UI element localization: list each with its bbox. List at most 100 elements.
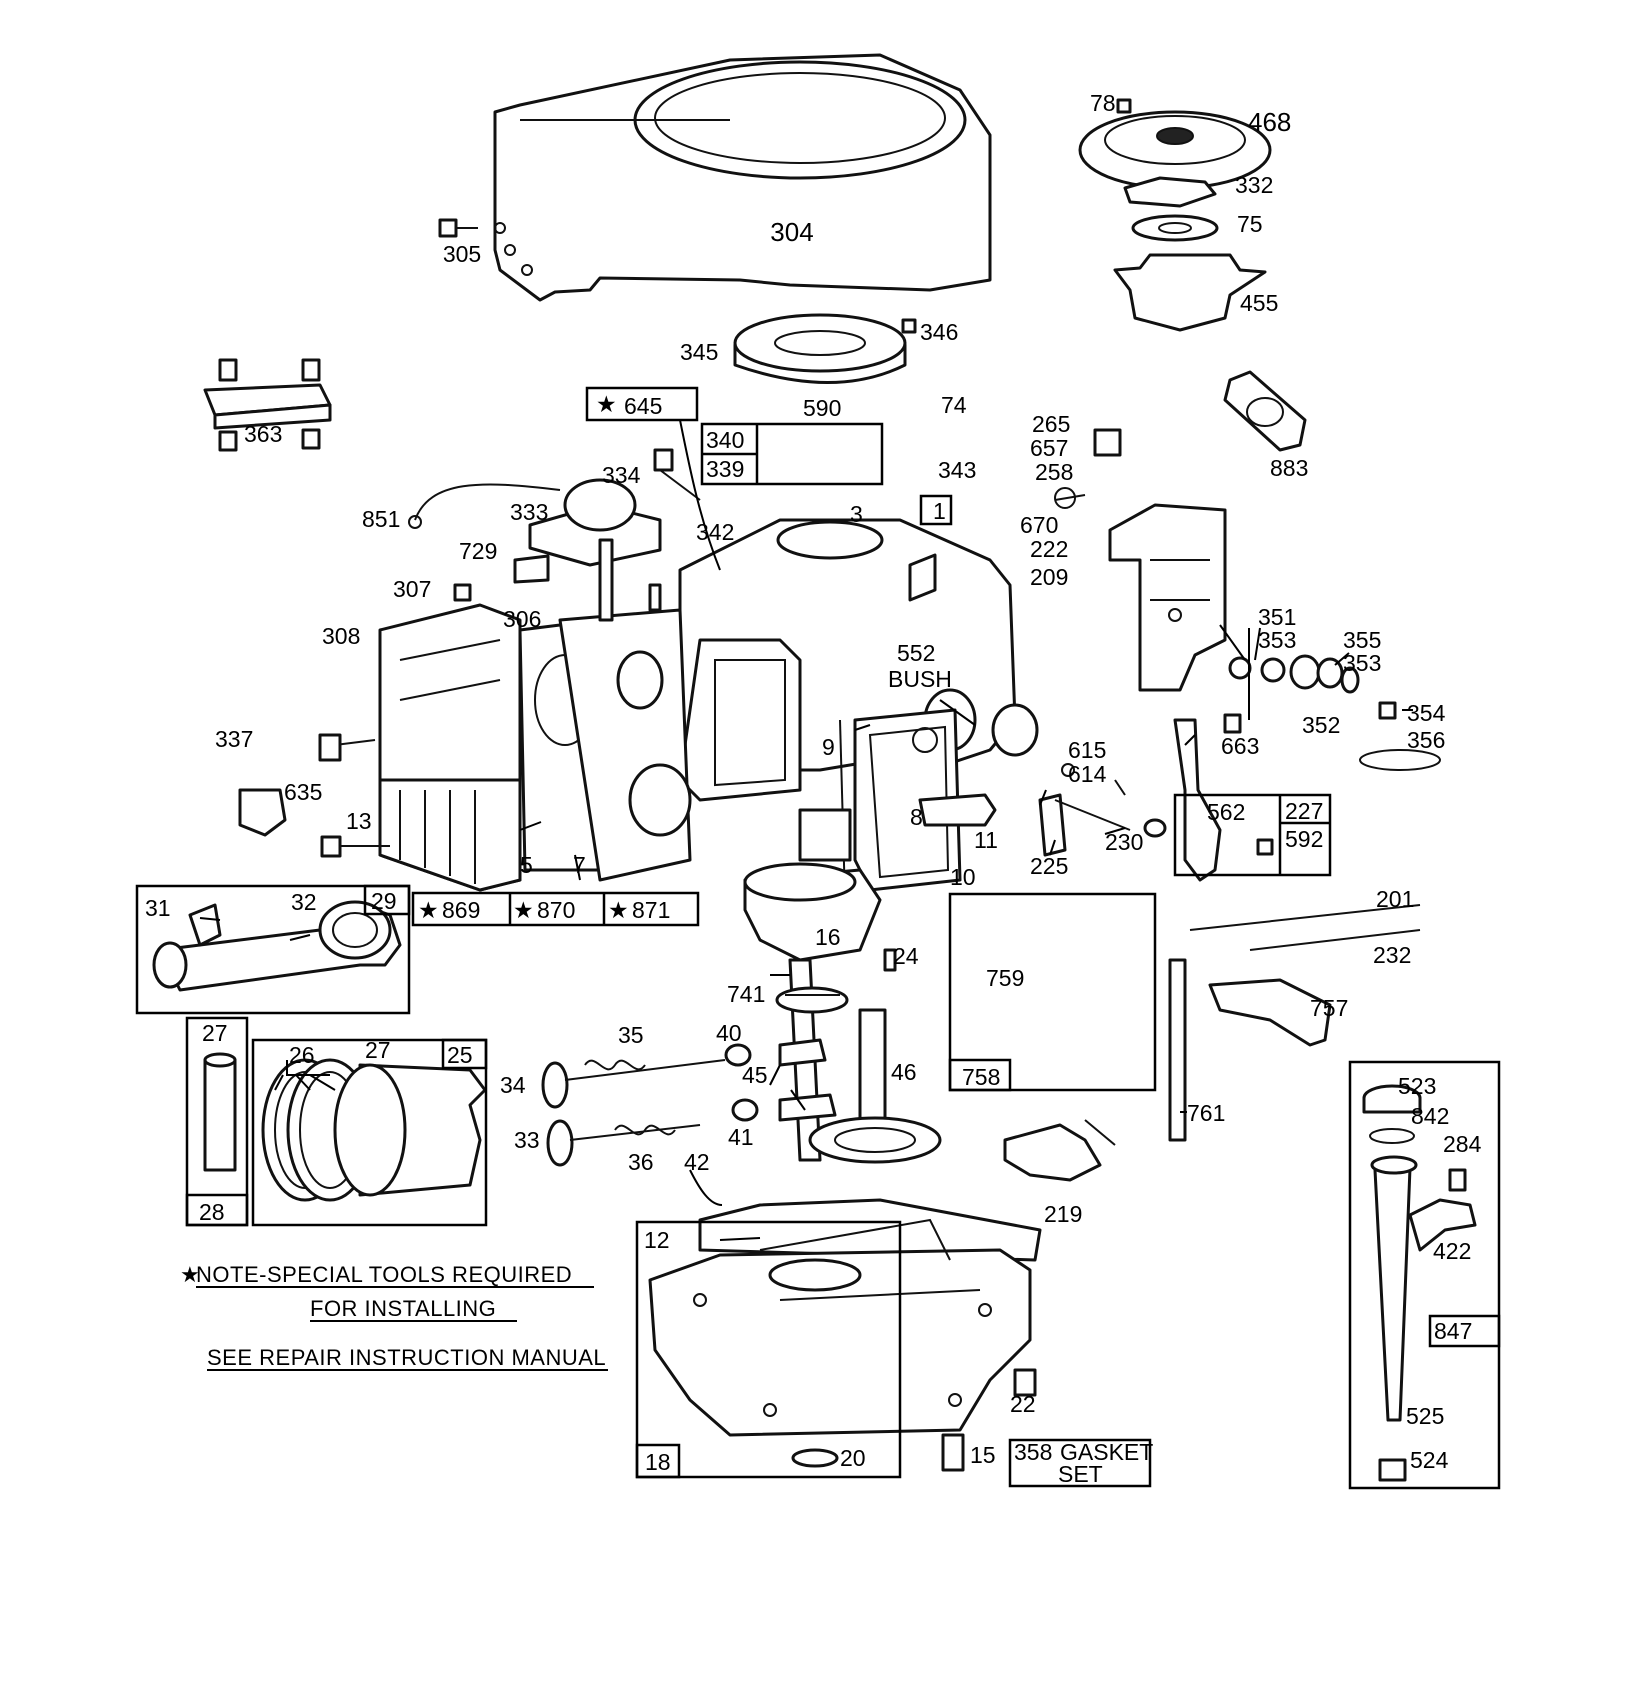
valves-drawing bbox=[541, 1043, 759, 1167]
rotating-screen-drawing bbox=[1078, 98, 1272, 332]
label-340: 340 bbox=[706, 427, 744, 453]
label-353-a: 353 bbox=[1258, 627, 1296, 653]
label-18: 18 bbox=[645, 1449, 671, 1475]
carb-gasket-883-drawing bbox=[1223, 370, 1307, 452]
label-33: 33 bbox=[514, 1127, 540, 1153]
label-219: 219 bbox=[1044, 1201, 1082, 1227]
label-729: 729 bbox=[459, 538, 497, 564]
governor-parts-351-356-drawing bbox=[1223, 654, 1441, 771]
sump-base-drawing bbox=[648, 1198, 1042, 1472]
part-labels: 304 305 78 468 332 75 455 345 346 363 ★ … bbox=[145, 90, 1482, 1475]
label-870: 870 bbox=[537, 897, 575, 923]
label-10: 10 bbox=[950, 864, 976, 890]
label-342: 342 bbox=[696, 519, 734, 545]
gasket-set-line2: SET bbox=[1058, 1461, 1103, 1487]
star-870: ★ bbox=[513, 897, 534, 923]
label-232: 232 bbox=[1373, 942, 1411, 968]
label-225: 225 bbox=[1030, 853, 1068, 879]
label-42: 42 bbox=[684, 1149, 710, 1175]
label-645: 645 bbox=[624, 393, 662, 419]
label-871: 871 bbox=[632, 897, 670, 923]
notes-block: ★ NOTE-SPECIAL TOOLS REQUIRED FOR INSTAL… bbox=[180, 1262, 608, 1371]
label-34: 34 bbox=[500, 1072, 526, 1098]
label-209: 209 bbox=[1030, 564, 1068, 590]
label-363: 363 bbox=[244, 421, 282, 447]
label-306: 306 bbox=[503, 606, 541, 632]
label-552: 552 bbox=[897, 640, 935, 666]
piston-rings-drawing bbox=[261, 1058, 487, 1202]
label-869: 869 bbox=[442, 897, 480, 923]
label-40: 40 bbox=[716, 1020, 742, 1046]
label-355: 355 bbox=[1343, 627, 1381, 653]
label-354: 354 bbox=[1407, 700, 1446, 726]
label-614: 614 bbox=[1068, 761, 1107, 787]
note-line-3: SEE REPAIR INSTRUCTION MANUAL bbox=[207, 1345, 606, 1370]
label-308: 308 bbox=[322, 623, 360, 649]
label-11: 11 bbox=[974, 827, 998, 853]
label-78: 78 bbox=[1090, 90, 1116, 116]
camshaft-drawing bbox=[778, 1008, 942, 1164]
label-74: 74 bbox=[941, 392, 967, 418]
label-5: 5 bbox=[520, 852, 533, 878]
label-46: 46 bbox=[891, 1059, 917, 1085]
governor-crank-219-drawing bbox=[1003, 1119, 1116, 1182]
label-334: 334 bbox=[602, 462, 641, 488]
label-525: 525 bbox=[1406, 1403, 1444, 1429]
label-3: 3 bbox=[850, 501, 863, 527]
label-352: 352 bbox=[1302, 712, 1340, 738]
label-657: 657 bbox=[1030, 435, 1068, 461]
piston-pin-drawing bbox=[203, 1052, 237, 1172]
label-27-b: 27 bbox=[365, 1037, 391, 1063]
label-562: 562 bbox=[1207, 799, 1245, 825]
label-227: 227 bbox=[1285, 798, 1323, 824]
label-32: 32 bbox=[291, 889, 317, 915]
label-9: 9 bbox=[822, 734, 835, 760]
label-615: 615 bbox=[1068, 737, 1106, 763]
bracket-363-drawing bbox=[203, 358, 332, 452]
label-339: 339 bbox=[706, 456, 744, 482]
governor-bracket-drawing bbox=[1054, 428, 1227, 692]
label-41: 41 bbox=[728, 1124, 754, 1150]
breather-cover-drawing bbox=[839, 708, 997, 901]
label-343: 343 bbox=[938, 457, 976, 483]
label-590: 590 bbox=[803, 395, 841, 421]
label-15: 15 bbox=[970, 1442, 996, 1468]
leader-lines bbox=[199, 419, 1413, 1241]
label-22: 22 bbox=[1010, 1391, 1036, 1417]
label-28: 28 bbox=[199, 1199, 225, 1225]
label-8: 8 bbox=[910, 804, 923, 830]
label-759: 759 bbox=[986, 965, 1024, 991]
label-524: 524 bbox=[1410, 1447, 1449, 1473]
screw-305-drawing bbox=[438, 218, 478, 238]
label-36: 36 bbox=[628, 1149, 654, 1175]
label-284: 284 bbox=[1443, 1131, 1482, 1157]
label-29: 29 bbox=[371, 888, 397, 914]
label-523: 523 bbox=[1398, 1073, 1436, 1099]
label-353-b: 353 bbox=[1343, 650, 1381, 676]
label-13: 13 bbox=[346, 808, 372, 834]
fasteners-drawing bbox=[238, 448, 701, 858]
label-26: 26 bbox=[289, 1042, 315, 1068]
label-75: 75 bbox=[1237, 211, 1263, 237]
label-201: 201 bbox=[1376, 886, 1414, 912]
label-7: 7 bbox=[573, 852, 586, 878]
governor-lever-drawing bbox=[1038, 718, 1274, 882]
label-345: 345 bbox=[680, 339, 718, 365]
label-741: 741 bbox=[727, 981, 765, 1007]
label-25: 25 bbox=[447, 1042, 473, 1068]
crankshaft-drawing bbox=[743, 808, 897, 1162]
label-258: 258 bbox=[1035, 459, 1073, 485]
label-332: 332 bbox=[1235, 172, 1273, 198]
label-635: 635 bbox=[284, 779, 322, 805]
star-869: ★ bbox=[418, 897, 439, 923]
label-670: 670 bbox=[1020, 512, 1058, 538]
label-27-a: 27 bbox=[202, 1020, 228, 1046]
label-761: 761 bbox=[1187, 1100, 1225, 1126]
frames bbox=[135, 386, 1501, 1490]
label-455: 455 bbox=[1240, 290, 1278, 316]
label-20: 20 bbox=[840, 1445, 866, 1471]
label-265: 265 bbox=[1032, 411, 1070, 437]
label-230: 230 bbox=[1105, 829, 1143, 855]
gasket-set-number: 358 bbox=[1014, 1439, 1052, 1465]
